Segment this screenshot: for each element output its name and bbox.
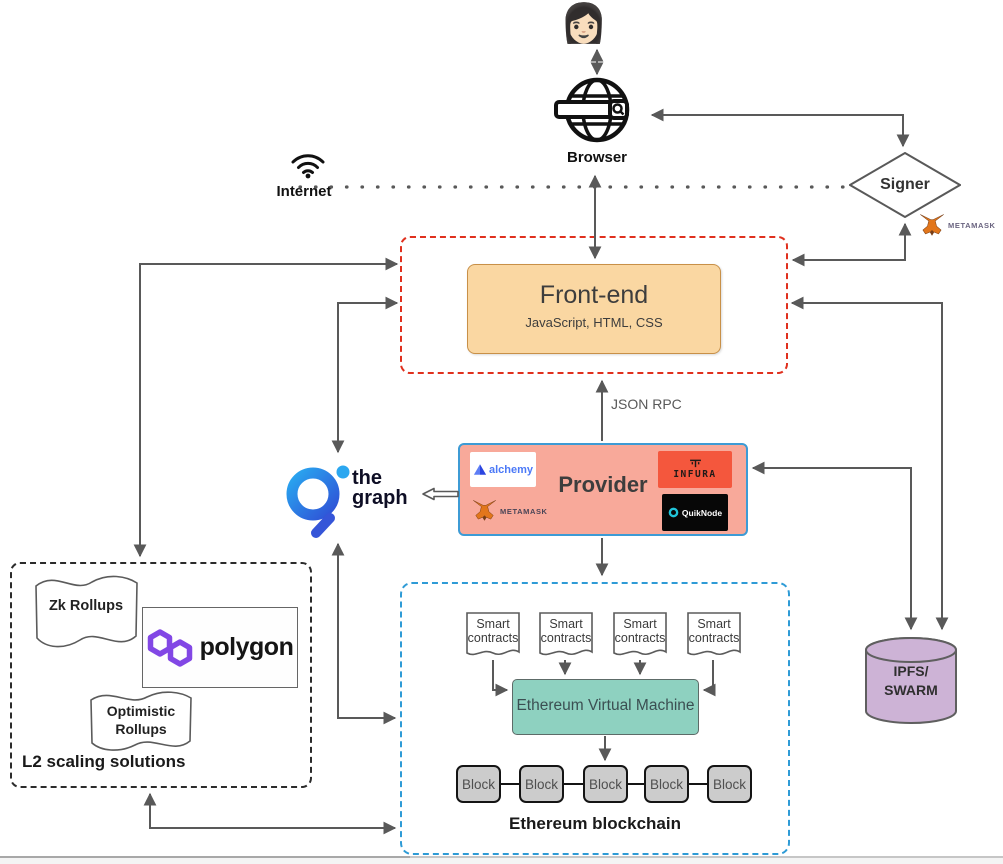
pointer-arrow-icon xyxy=(422,487,459,501)
document-shape xyxy=(613,612,667,656)
sc-line2: contracts xyxy=(688,631,740,645)
the-graph-icon xyxy=(286,465,350,538)
the-graph-line1: the xyxy=(352,467,382,489)
block-node: Block xyxy=(583,765,628,803)
zk-rollups-flag xyxy=(35,575,138,648)
ethereum-caption: Ethereum blockchain xyxy=(509,814,681,833)
storage-line2: SWARM xyxy=(884,682,938,698)
metamask-label: METAMASK xyxy=(948,220,996,230)
document-shape xyxy=(539,612,593,656)
quiknode-logo: QuikNode xyxy=(662,494,728,531)
ethereum-dashed-zone xyxy=(400,582,790,855)
zk-rollups-label: Zk Rollups xyxy=(48,598,124,614)
block-node: Block xyxy=(456,765,501,803)
polygon-box: polygon xyxy=(142,607,298,688)
json-rpc-label: JSON RPC xyxy=(611,396,682,412)
block-node: Block xyxy=(707,765,752,803)
l2-dashed-zone xyxy=(10,562,312,788)
bottom-window-edge xyxy=(0,856,1003,864)
l2-caption: L2 scaling solutions xyxy=(22,752,186,771)
document-shape xyxy=(687,612,741,656)
storage-cylinder xyxy=(865,637,957,724)
infura-logo: INFURA xyxy=(658,451,732,488)
infura-mark-icon xyxy=(689,459,701,468)
alchemy-logo: alchemy xyxy=(470,452,536,487)
sc-line1: Smart xyxy=(697,617,731,631)
browser-globe-icon xyxy=(554,77,630,143)
evm-box xyxy=(512,679,699,735)
alchemy-label: alchemy xyxy=(488,463,534,476)
frontend-title: Front-end xyxy=(539,281,649,309)
user-avatar-icon: 👩🏻 xyxy=(560,3,608,45)
the-graph-wordmark: the graph xyxy=(352,468,408,508)
internet-label: Internet xyxy=(276,183,332,200)
wifi-icon xyxy=(291,154,325,179)
sc-line1: Smart xyxy=(623,617,657,631)
infura-label: INFURA xyxy=(673,469,717,480)
the-graph-line2: graph xyxy=(352,487,408,509)
metamask-provider-logo: METAMASK xyxy=(472,496,552,526)
storage-line1: IPFS/ xyxy=(893,663,929,679)
sc-line2: contracts xyxy=(467,631,519,645)
frontend-subtitle: JavaScript, HTML, CSS xyxy=(525,315,663,330)
signer-diamond xyxy=(849,152,961,218)
quiknode-label: QuikNode xyxy=(681,507,723,518)
metamask-label: METAMASK xyxy=(500,506,548,516)
bottom-edge-segment xyxy=(0,856,410,858)
signer-label: Signer xyxy=(880,176,930,193)
document-shape xyxy=(466,612,520,656)
sc-line2: contracts xyxy=(540,631,592,645)
block-node: Block xyxy=(519,765,564,803)
evm-label: Ethereum Virtual Machine xyxy=(516,697,695,714)
alchemy-triangle-icon xyxy=(473,464,487,475)
sc-line2: contracts xyxy=(614,631,666,645)
optimistic-line2: Rollups xyxy=(115,721,167,737)
polygon-label: polygon xyxy=(199,633,294,661)
optimistic-line1: Optimistic xyxy=(106,703,176,719)
provider-title: Provider xyxy=(558,472,648,497)
metamask-fox-icon xyxy=(920,213,944,236)
optimistic-rollups-label: Optimistic Rollups xyxy=(93,702,189,738)
block-node: Block xyxy=(644,765,689,803)
polygon-icon xyxy=(147,628,192,667)
metamask-wallet-badge: METAMASK xyxy=(919,209,1003,241)
optimistic-rollups-flag xyxy=(90,691,192,751)
bottom-edge-segment xyxy=(410,856,1003,858)
quiknode-ring-icon xyxy=(668,507,679,518)
metamask-fox-icon xyxy=(473,500,496,521)
browser-label: Browser xyxy=(566,149,628,166)
sc-line1: Smart xyxy=(549,617,583,631)
storage-label: IPFS/ SWARM xyxy=(864,662,958,700)
frontend-box xyxy=(467,264,721,354)
sc-line1: Smart xyxy=(476,617,510,631)
